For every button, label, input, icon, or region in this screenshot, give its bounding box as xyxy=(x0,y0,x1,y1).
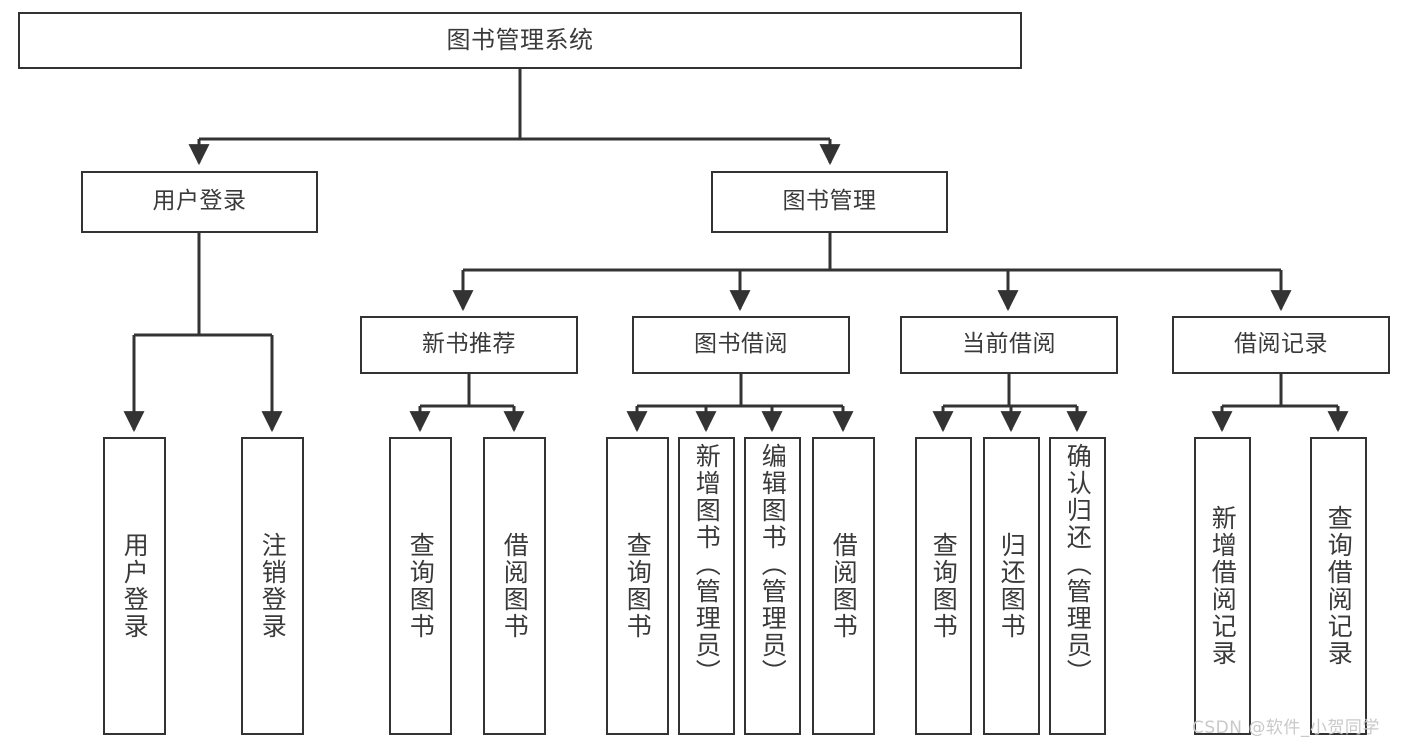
leaf-confirm-return-label: 确认归还（管理员） xyxy=(1063,443,1093,686)
node-current-borrow[interactable]: 当前借阅 xyxy=(900,316,1118,374)
leaf-query-book-3[interactable]: 查询图书 xyxy=(915,437,972,735)
leaf-borrow-book-2[interactable]: 借阅图书 xyxy=(812,437,875,735)
leaf-query-book-1-label: 查询图书 xyxy=(406,532,436,640)
leaf-borrow-book-1-label: 借阅图书 xyxy=(500,532,530,640)
node-book-manage[interactable]: 图书管理 xyxy=(711,171,948,233)
node-new-book-recommend[interactable]: 新书推荐 xyxy=(360,316,578,374)
leaf-return-book-label: 归还图书 xyxy=(997,532,1027,640)
leaf-edit-book[interactable]: 编辑图书（管理员） xyxy=(744,437,801,735)
leaf-query-book-3-label: 查询图书 xyxy=(929,532,959,640)
node-current-borrow-label: 当前借阅 xyxy=(962,331,1056,358)
node-new-book-recommend-label: 新书推荐 xyxy=(422,331,516,358)
node-user-login[interactable]: 用户登录 xyxy=(81,171,318,233)
leaf-logout-label: 注销登录 xyxy=(258,532,288,640)
leaf-add-record[interactable]: 新增借阅记录 xyxy=(1194,437,1251,735)
node-user-login-label: 用户登录 xyxy=(152,188,247,215)
leaf-borrow-book-2-label: 借阅图书 xyxy=(829,532,859,640)
node-root[interactable]: 图书管理系统 xyxy=(18,12,1022,69)
node-borrow-record-label: 借阅记录 xyxy=(1234,331,1328,358)
leaf-query-book-2[interactable]: 查询图书 xyxy=(606,437,669,735)
leaf-add-record-label: 新增借阅记录 xyxy=(1208,505,1238,667)
leaf-return-book[interactable]: 归还图书 xyxy=(983,437,1040,735)
leaf-logout[interactable]: 注销登录 xyxy=(241,437,304,735)
leaf-edit-book-label: 编辑图书（管理员） xyxy=(758,443,788,686)
leaf-query-book-1[interactable]: 查询图书 xyxy=(389,437,452,735)
leaf-borrow-book-1[interactable]: 借阅图书 xyxy=(483,437,546,735)
leaf-add-book[interactable]: 新增图书（管理员） xyxy=(678,437,735,735)
leaf-user-login-label: 用户登录 xyxy=(120,532,150,640)
leaf-add-book-label: 新增图书（管理员） xyxy=(692,443,722,686)
leaf-query-book-2-label: 查询图书 xyxy=(623,532,653,640)
node-root-label: 图书管理系统 xyxy=(446,26,594,55)
csdn-watermark: CSDN @软件_小贺同学 xyxy=(1192,718,1380,738)
leaf-query-record[interactable]: 查询借阅记录 xyxy=(1310,437,1367,735)
leaf-confirm-return[interactable]: 确认归还（管理员） xyxy=(1049,437,1106,735)
node-book-borrow[interactable]: 图书借阅 xyxy=(632,316,850,374)
node-book-borrow-label: 图书借阅 xyxy=(694,331,788,358)
node-book-manage-label: 图书管理 xyxy=(782,188,877,215)
node-borrow-record[interactable]: 借阅记录 xyxy=(1172,316,1390,374)
leaf-query-record-label: 查询借阅记录 xyxy=(1324,505,1354,667)
leaf-user-login[interactable]: 用户登录 xyxy=(103,437,166,735)
